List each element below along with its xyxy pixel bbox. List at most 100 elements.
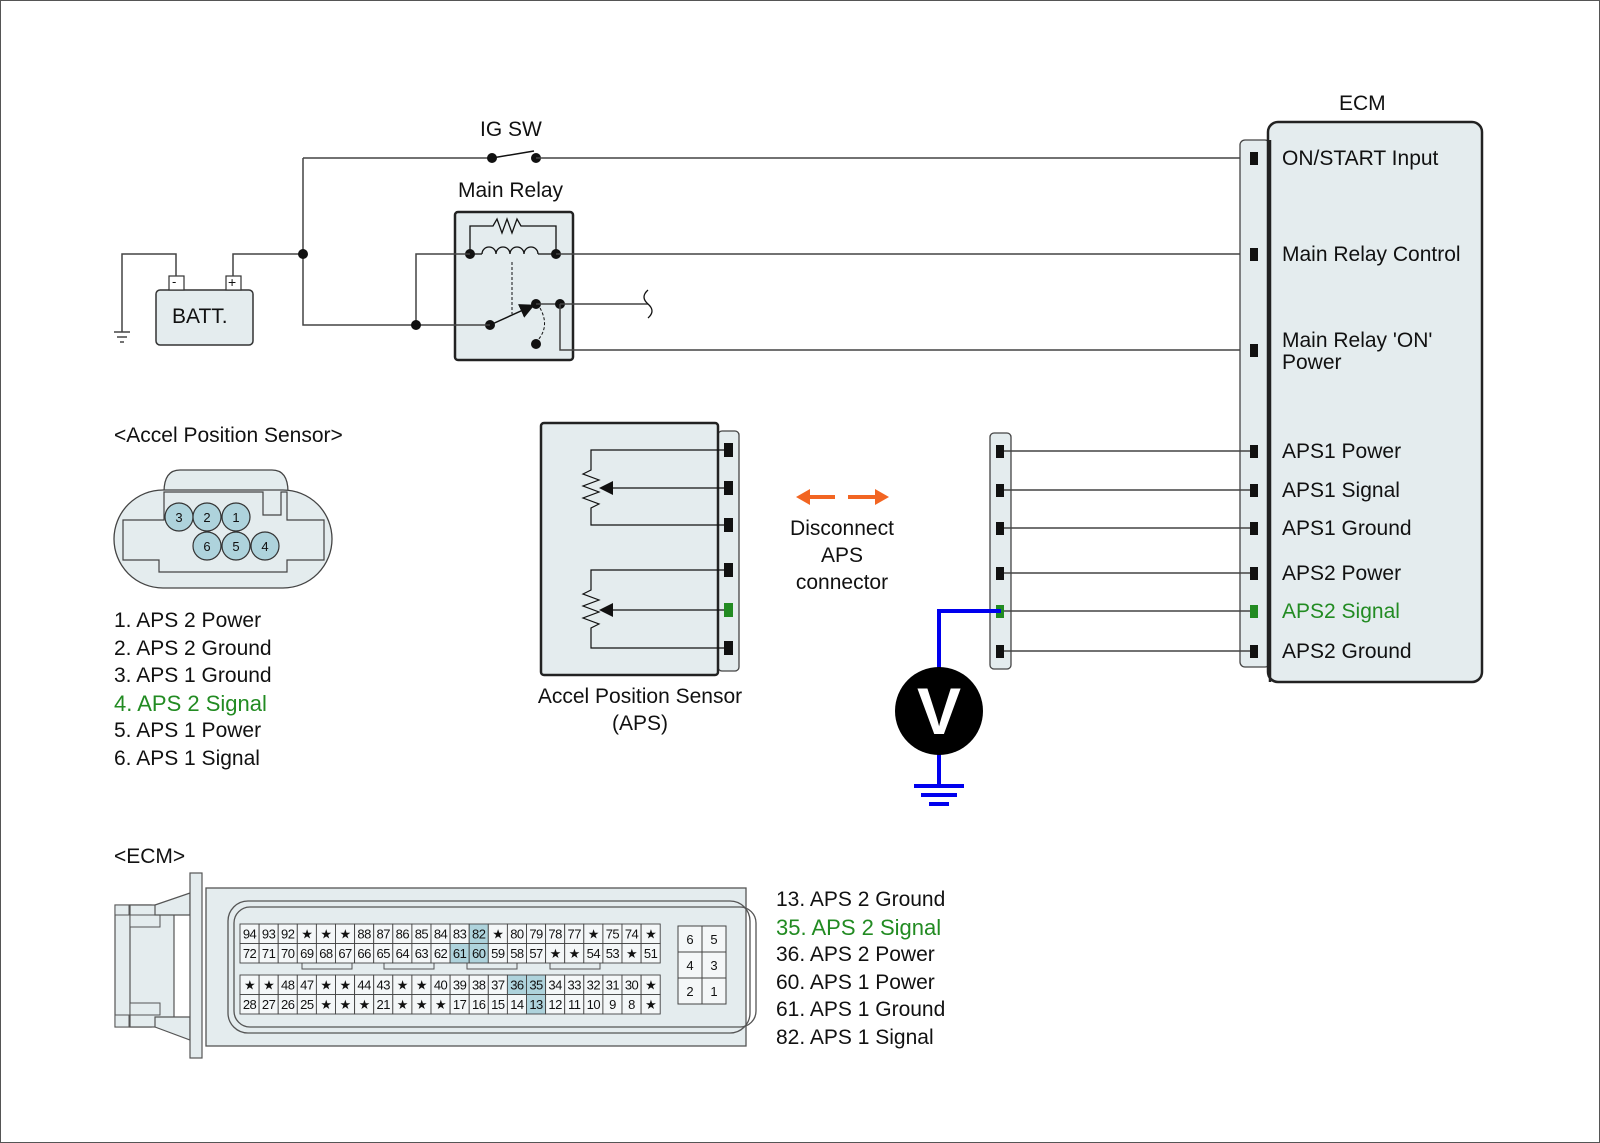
ecm-pin-cell: ★ (392, 994, 413, 1015)
svg-text:6: 6 (686, 932, 693, 947)
aps-connector-title: <Accel Position Sensor> (114, 424, 343, 447)
ecm-pin-cell: ★ (545, 943, 566, 964)
aps-face-pin: 3 (164, 502, 194, 532)
aps-face-pin: 1 (221, 502, 251, 532)
ecm-pin-cell: ★ (621, 943, 642, 964)
ecm-pin-cell: 80 (506, 923, 527, 944)
svg-text:83: 83 (453, 927, 467, 942)
ecm-pin-cell: 63 (411, 943, 432, 964)
ecm-pin-cell: ★ (640, 994, 661, 1015)
ecm-pin-cell: 9 (602, 994, 623, 1015)
svg-text:★: ★ (339, 927, 350, 942)
svg-text:17: 17 (453, 997, 467, 1012)
ecm-pin-cell: 87 (373, 923, 394, 944)
coil-icon (481, 246, 539, 255)
ecm-pin-cell: 57 (526, 943, 547, 964)
ecm-pin-cell: ★ (335, 994, 356, 1015)
ecm-pin-cell: 34 (545, 974, 566, 995)
ecm-pin-cell: 74 (621, 923, 642, 944)
svg-text:34: 34 (548, 978, 562, 993)
ecm-pin-cell: 67 (335, 943, 356, 964)
ig-switch-label: IG SW (480, 118, 542, 141)
aps-caption-line2: (APS) (611, 712, 668, 735)
svg-text:66: 66 (357, 946, 371, 961)
ecm-pin-cell: 10 (583, 994, 604, 1015)
ecm-terminal-label: APS1 Ground (1282, 517, 1412, 540)
aps-face-pin: 4 (250, 531, 280, 561)
ecm-pin-cell: 39 (449, 974, 470, 995)
ecm-pin-cell: 44 (354, 974, 375, 995)
svg-text:32: 32 (587, 978, 601, 993)
svg-text:26: 26 (281, 997, 295, 1012)
main-relay-label: Main Relay (458, 179, 564, 202)
aps-caption-line1: Accel Position Sensor (537, 685, 743, 708)
junction-dot (298, 249, 308, 259)
svg-text:33: 33 (568, 978, 582, 993)
pin-list-item: 5. APS 1 Power (114, 719, 262, 742)
svg-text:★: ★ (645, 997, 656, 1012)
ecm-terminal-pin (1250, 605, 1258, 618)
svg-text:57: 57 (529, 946, 543, 961)
ecm-pin-cell: 33 (564, 974, 585, 995)
svg-text:21: 21 (377, 997, 391, 1012)
battery-negative-sign: - (172, 274, 177, 289)
svg-text:★: ★ (626, 946, 637, 961)
svg-text:14: 14 (510, 997, 524, 1012)
ecm-pin-cell: 93 (258, 923, 279, 944)
svg-text:★: ★ (397, 978, 408, 993)
ecm-pin-cell: 35 (526, 974, 547, 995)
ecm-pin-cell: ★ (335, 923, 356, 944)
ecm-pin-cell: 30 (621, 974, 642, 995)
harness-connector-pin (996, 645, 1004, 658)
ecm-pin-cell: 83 (449, 923, 470, 944)
svg-text:2: 2 (686, 984, 693, 999)
ecm-pin-cell: 53 (602, 943, 623, 964)
svg-text:84: 84 (434, 927, 448, 942)
svg-text:86: 86 (396, 927, 410, 942)
svg-text:64: 64 (396, 946, 410, 961)
svg-text:58: 58 (510, 946, 524, 961)
ecm-pin-cell: 65 (373, 943, 394, 964)
ecm-pin-cell: ★ (411, 994, 432, 1015)
ecm-pin-cell: 69 (296, 943, 317, 964)
svg-text:3: 3 (175, 510, 182, 525)
ecm-pin-cell: ★ (392, 974, 413, 995)
ecm-terminal-label: Main Relay 'ON'Power (1282, 330, 1432, 374)
ecm-pin-cell: 25 (296, 994, 317, 1015)
ecm-aux-pin-cell: 4 (677, 951, 703, 979)
ecm-pin-cell: 70 (277, 943, 298, 964)
ecm-pin-cell: 40 (430, 974, 451, 995)
ecm-aux-pin-cell: 6 (677, 925, 703, 953)
svg-text:35: 35 (529, 978, 543, 993)
ecm-terminal-label: APS1 Signal (1282, 479, 1400, 502)
pin-list-item: 60. APS 1 Power (776, 970, 935, 994)
battery (155, 275, 254, 346)
ecm-pin-cell: 64 (392, 943, 413, 964)
ecm-pin-cell: 72 (239, 943, 260, 964)
ecm-pin-cell: ★ (315, 994, 336, 1015)
ecm-pin-cell: 47 (296, 974, 317, 995)
ecm-pin-cell: 16 (468, 994, 489, 1015)
svg-text:92: 92 (281, 927, 295, 942)
svg-text:93: 93 (262, 927, 276, 942)
svg-text:38: 38 (472, 978, 486, 993)
ecm-pin-cell: 26 (277, 994, 298, 1015)
ecm-pin-cell: 84 (430, 923, 451, 944)
ecm-pin-cell: ★ (411, 974, 432, 995)
ecm-pin-cell: ★ (296, 923, 317, 944)
ig-switch (303, 150, 1250, 163)
ecm-pin-cell: 12 (545, 994, 566, 1015)
ecm-terminal-pin (1250, 645, 1258, 658)
ecm-pin-cell: 48 (277, 974, 298, 995)
ground-icon (114, 253, 177, 343)
aps-harness-wires (996, 445, 1250, 658)
svg-text:★: ★ (397, 997, 408, 1012)
svg-text:59: 59 (491, 946, 505, 961)
ecm-terminal-label: APS2 Signal (1282, 600, 1400, 623)
svg-text:63: 63 (415, 946, 429, 961)
svg-text:27: 27 (262, 997, 276, 1012)
ecm-pin-cell: 79 (526, 923, 547, 944)
disconnect-note-line: APS (820, 544, 864, 567)
svg-text:4: 4 (686, 958, 693, 973)
